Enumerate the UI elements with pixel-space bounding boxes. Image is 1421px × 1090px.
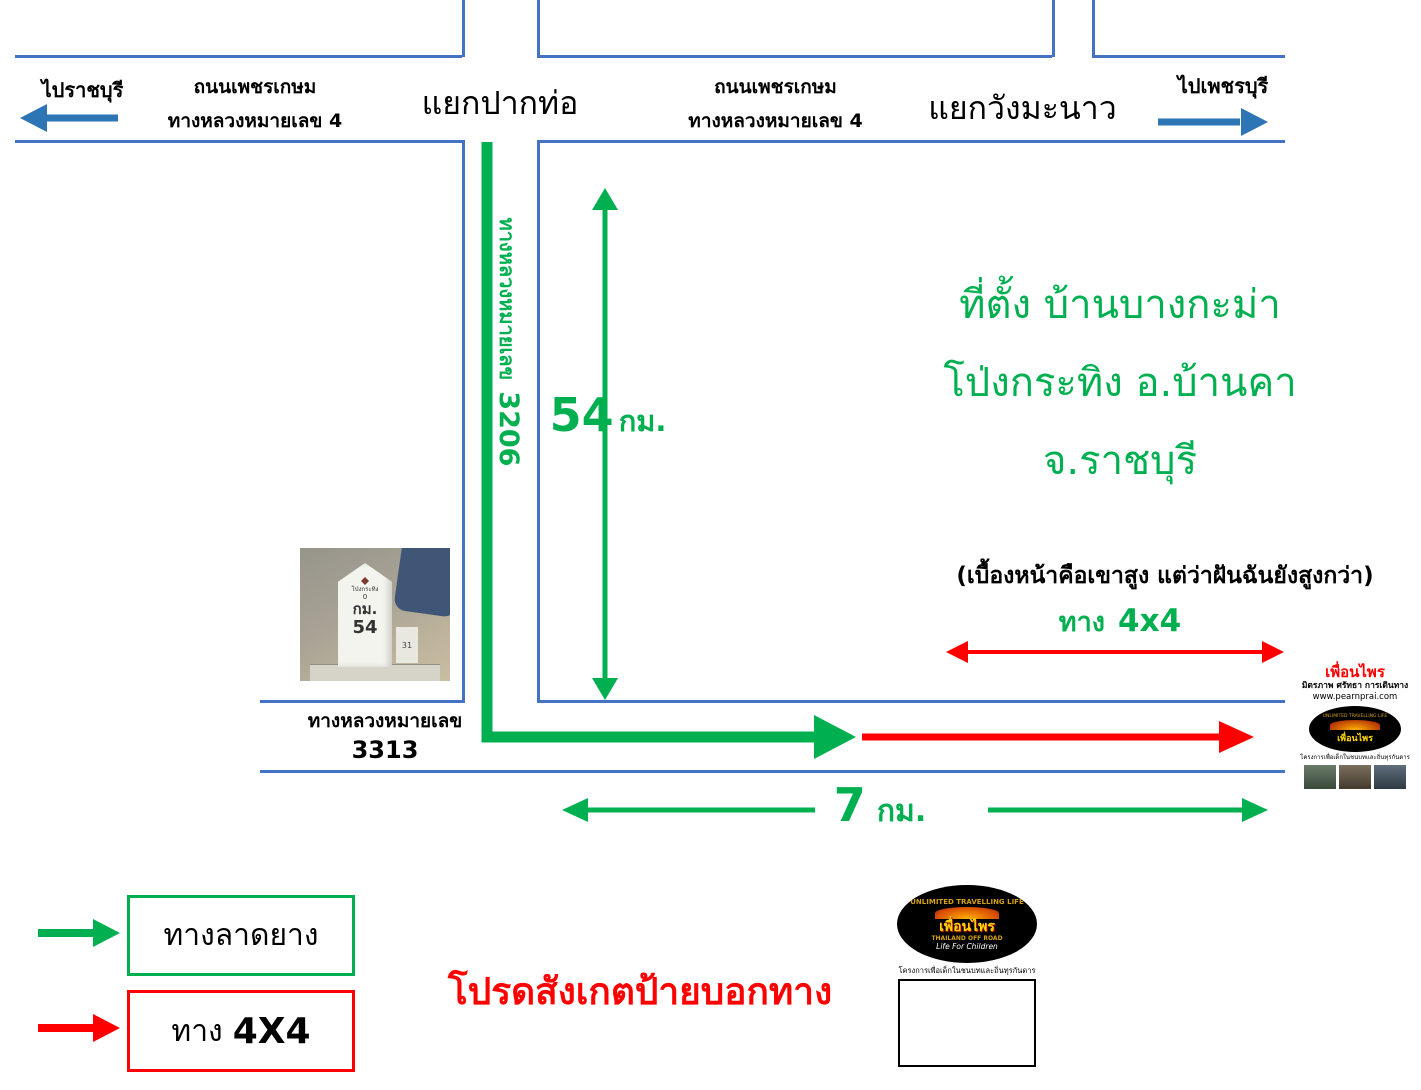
distance-54-value: 54 [549,388,614,442]
road-edge [260,700,465,703]
legend-paved-label: ทางลาดยาง [163,918,319,953]
green-distance-arrow-54 [592,188,618,700]
destination-line1: ที่ตั้ง บ้านบางกะม่า [959,282,1281,328]
logo-name: เพื่อนไพร [939,918,995,935]
road-name-right-2: ทางหลวงหมายเลข 4 [688,110,863,132]
track-4x4-label: ทาง 4x4 [1010,600,1230,643]
road-edge [1052,0,1055,57]
pearnprai-url: www.pearnprai.com [1312,692,1398,702]
pearnprai-logo-large: UNLIMITED TRAVELLING LIFE เพื่อนไพร THAI… [897,885,1037,963]
logo-bottom-text: Life For Children [936,941,998,951]
photo-strip [1298,765,1412,789]
road-name-left-1: ถนนเพชรเกษม [193,76,317,98]
pearnprai-credit: เพื่อนไพร มิตรภาพ ศรัทธา การเดินทาง www.… [1298,664,1412,789]
legend-green-arrow [38,919,120,947]
distance-54-unit: กม. [618,404,667,438]
stone-km-label: กม. [352,600,378,618]
road-name-right-1: ถนนเพชรเกษม [714,76,837,98]
milestone-photo: โป่งกระทิง 0 กม. 54 31 [300,548,450,681]
road-edge [260,770,1285,773]
distance-54km: 54 กม. [528,388,688,444]
person-in-photo [393,548,450,618]
direction-ratchaburi: ไปราชบุรี [41,78,124,102]
track-word: ทาง [1058,607,1105,638]
logo-top-text: UNLIMITED TRAVELLING LIFE [910,897,1024,906]
logo-small-sunset-graphic [1330,719,1380,730]
road-edge [1092,55,1285,58]
logo-mid-text: THAILAND OFF ROAD [931,934,1003,942]
stone-km-value: 54 [352,617,378,638]
distance-7km: 7 กม. [815,778,945,835]
green-route-arrow [481,142,856,759]
blue-arrow-left [20,104,118,132]
legend-paved-box: ทางลาดยาง [127,895,355,976]
destination-line3: จ.ราชบุรี [1042,438,1198,484]
red-route-arrow [862,721,1254,753]
logo-small-top-text: UNLIMITED TRAVELLING LIFE [1322,713,1388,719]
road-edge [537,0,540,57]
red-4x4-arrow [946,641,1284,663]
road-edge [462,140,465,702]
distance-7-unit: กม. [876,794,927,829]
pearnprai-logo-small: UNLIMITED TRAVELLING LIFE เพื่อนไพร [1309,706,1401,752]
blue-arrow-right [1158,108,1268,136]
signage-notice: โปรดสังเกตป้ายบอกทาง [447,970,833,1013]
photo-thumbnail [1304,765,1336,789]
photo-thumbnail [1374,765,1406,789]
legend-red-arrow [38,1014,120,1042]
pearnprai-name-small: เพื่อนไพร [1325,663,1385,681]
junction-pakto-label: แยกปากท่อ [421,84,579,122]
logo-sunset-graphic [935,906,999,919]
stone-zero: 0 [362,593,368,601]
road-edge [537,140,540,702]
junction-wangmanao-label: แยกวังมะนาว [928,89,1117,127]
green-distance-arrow-7-right [988,798,1268,822]
legend-4x4-value: 4X4 [232,1010,311,1052]
road-edge [537,700,1285,703]
road-edge [1092,0,1095,57]
legend-4x4-word: ทาง [171,1013,223,1049]
garuda-emblem [361,577,369,585]
blank-box [898,979,1036,1067]
stone-place: โป่งกระทิง [351,586,379,593]
km-stone: โป่งกระทิง 0 กม. 54 [338,563,392,667]
track-4x4: 4x4 [1118,603,1182,639]
logo-small-name: เพื่อนไพร [1337,733,1373,744]
pearnprai-tagline: มิตรภาพ ศรัทธา การเดินทาง [1301,681,1409,691]
road-edge [537,140,1285,143]
highway-3206-number: 3206 [493,391,524,467]
road-edge [15,55,462,58]
photo-thumbnail [1339,765,1371,789]
destination-note: (เบื้องหน้าคือเขาสูง แต่ว่าฝันฉันยังสูงก… [956,563,1374,589]
destination-line2: โป่งกระทิง อ.บ้านคา [943,360,1297,406]
distance-7-value: 7 [833,778,866,832]
highway-3313-name: ทางหลวงหมายเลข [307,710,463,732]
legend-4x4-box: ทาง 4X4 [127,990,355,1072]
side-stone: 31 [396,627,418,663]
highway-3206-label: ทางหลวงหมายเลข 3206 [490,213,524,471]
road-edge [537,55,1052,58]
direction-phetchaburi: ไปเพชรบุรี [1177,74,1269,98]
highway-3206-name: ทางหลวงหมายเลข [495,217,519,381]
road-name-left-2: ทางหลวงหมายเลข 4 [167,110,343,132]
pearnprai-project-large: โครงการเพื่อเด็กในชนบทและถิ่นทุรกันดาร [898,966,1036,975]
green-distance-arrow-7-left [562,798,815,822]
pearnprai-logo-block: UNLIMITED TRAVELLING LIFE เพื่อนไพร THAI… [897,885,1037,1067]
highway-3313-number: 3313 [351,736,419,764]
road-edge [15,140,462,143]
road-edge [462,0,465,57]
pearnprai-project-small: โครงการเพื่อเด็กในชนบทและถิ่นทุรกันดาร [1300,754,1410,761]
